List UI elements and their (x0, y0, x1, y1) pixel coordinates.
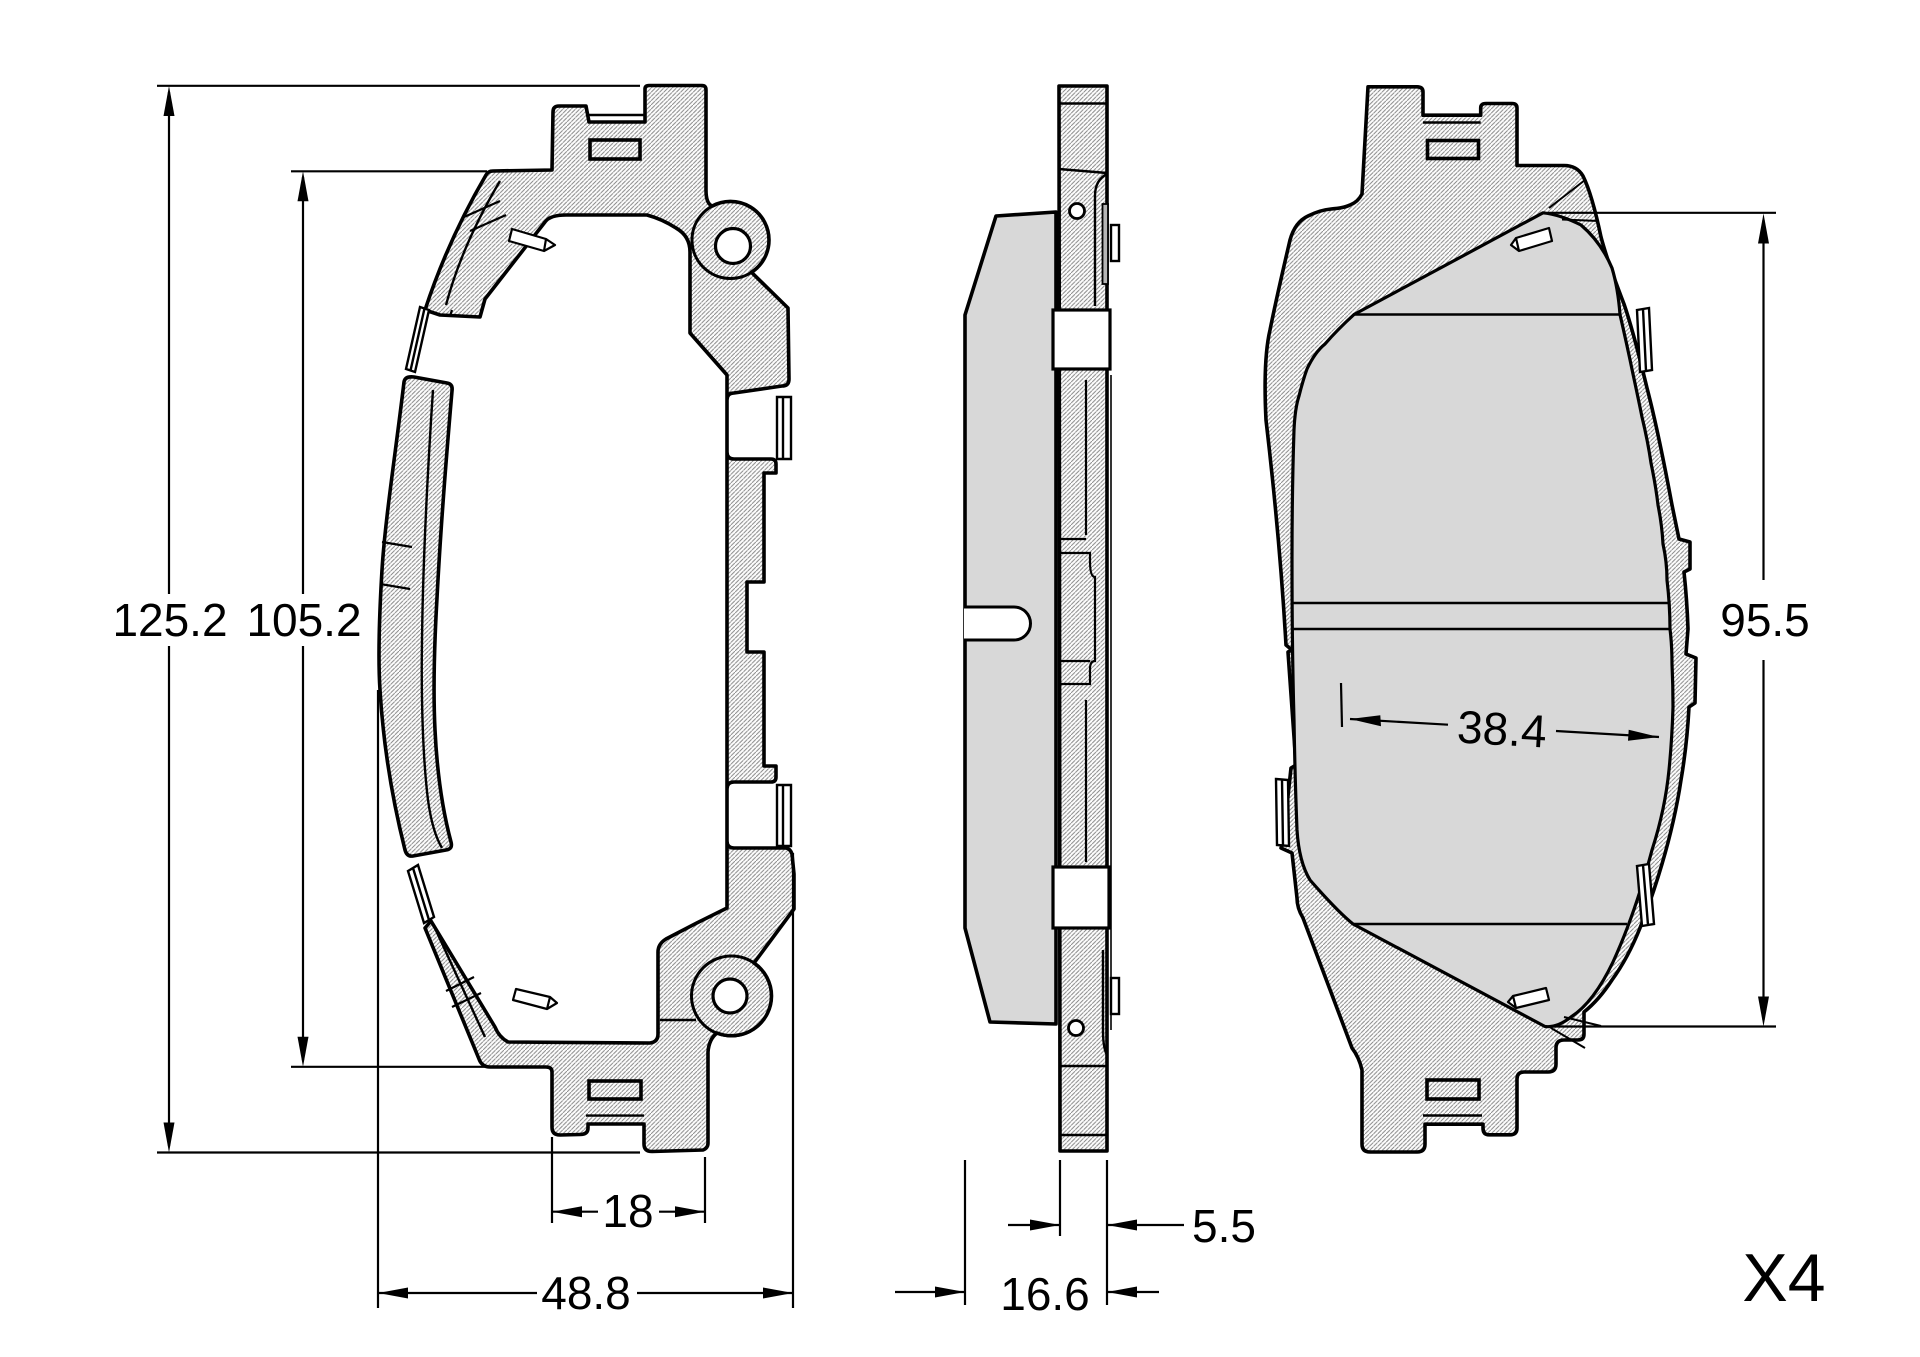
svg-text:105.2: 105.2 (246, 594, 361, 646)
svg-text:18: 18 (602, 1185, 653, 1237)
svg-text:16.6: 16.6 (1000, 1268, 1090, 1320)
svg-text:5.5: 5.5 (1192, 1200, 1256, 1252)
svg-text:95.5: 95.5 (1720, 594, 1810, 646)
svg-text:48.8: 48.8 (541, 1267, 631, 1319)
svg-text:X4: X4 (1742, 1240, 1825, 1316)
svg-text:125.2: 125.2 (112, 594, 227, 646)
svg-text:38.4: 38.4 (1456, 700, 1548, 757)
